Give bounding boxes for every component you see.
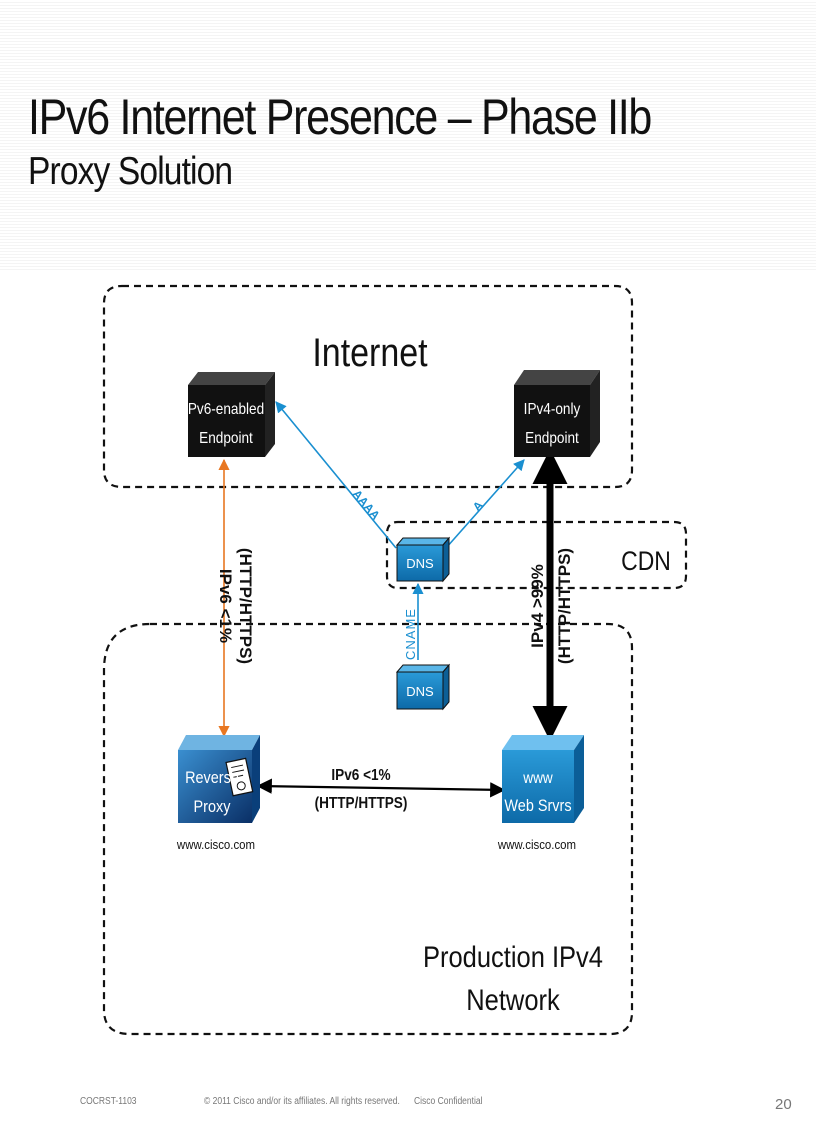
dns-internal-node: DNS <box>395 663 451 711</box>
slide-subtitle: Proxy Solution <box>28 150 233 193</box>
cdn-region <box>385 520 688 590</box>
ipv6-endpoint-label-2: Endpoint <box>199 430 253 447</box>
ipv4-right-label-1: IPv4 >99% <box>528 564 547 648</box>
cdn-label: CDN <box>621 546 671 576</box>
aaaa-link <box>275 401 397 549</box>
certificate-icon <box>225 757 254 797</box>
page-number: 20 <box>775 1096 792 1113</box>
dns-cdn-node: DNS <box>395 536 451 583</box>
reverse-proxy-label-2: Proxy <box>194 798 231 816</box>
a-link <box>445 459 525 549</box>
production-label-line2: Network <box>466 983 560 1016</box>
dns-internal-label: DNS <box>406 684 434 699</box>
web-servers-label-1: www <box>522 770 553 787</box>
web-servers-label-2: Web Srvrs <box>504 797 571 815</box>
reverse-proxy-node: Reverse Proxy <box>178 735 260 823</box>
proxy-web-link <box>256 778 506 798</box>
ipv6-left-label-1: IPv6 <1% <box>216 569 235 643</box>
proxy-host-label: www.cisco.com <box>176 837 255 852</box>
a-label: A <box>470 498 486 514</box>
ipv6-endpoint-label-1: Pv6-enabled <box>188 401 264 418</box>
ipv4-endpoint-label-1: IPv4-only <box>524 401 581 418</box>
ipv6-left-label-2: (HTTP/HTTPS) <box>236 548 255 664</box>
production-region <box>102 622 634 1036</box>
internet-region <box>102 284 634 489</box>
title-band <box>0 0 816 270</box>
footer-copyright: © 2011 Cisco and/or its affiliates. All … <box>204 1096 400 1107</box>
ipv4-right-label-2: (HTTP/HTTPS) <box>555 548 574 664</box>
footer-confidential: Cisco Confidential <box>414 1096 483 1107</box>
ipv6-endpoint-node: Pv6-enabled Endpoint <box>188 372 275 457</box>
footer-code: COCRST-1103 <box>80 1096 137 1107</box>
ipv6-mid-label-1: IPv6 <1% <box>331 767 390 784</box>
ipv4-endpoint-label-2: Endpoint <box>525 430 579 447</box>
cname-label: CNAME <box>403 608 418 660</box>
internet-label: Internet <box>312 329 428 374</box>
ipv4-endpoint-node: IPv4-only Endpoint <box>514 370 600 457</box>
ipv6-mid-label-2: (HTTP/HTTPS) <box>315 795 408 812</box>
production-label-line1: Production IPv4 <box>423 940 603 973</box>
reverse-proxy-label-1: Reverse <box>185 769 239 787</box>
web-servers-node: www Web Srvrs <box>502 735 584 823</box>
dns-cdn-label: DNS <box>406 556 434 571</box>
aaaa-label: AAAA <box>350 487 383 523</box>
web-host-label: www.cisco.com <box>497 837 576 852</box>
slide-title: IPv6 Internet Presence – Phase IIb <box>28 89 652 145</box>
